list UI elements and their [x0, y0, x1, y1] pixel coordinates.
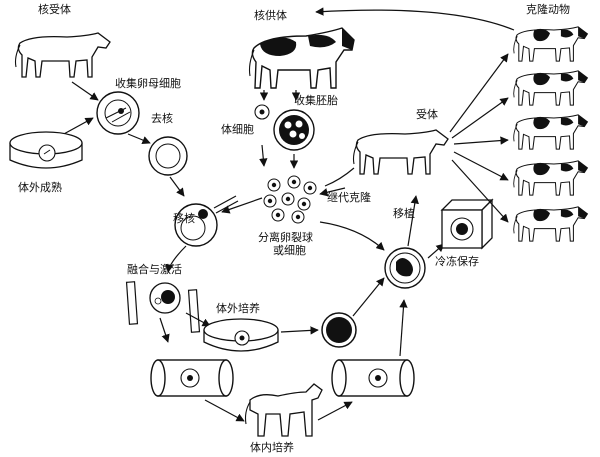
label-nucleus-donor: 核供体	[254, 9, 287, 22]
donor-cow-drawing	[248, 27, 355, 89]
label-cloned-animals: 克隆动物	[526, 3, 570, 16]
culture-dish	[9, 131, 83, 169]
in-vivo-host-drawing	[244, 383, 323, 437]
recipient-cow-drawing	[14, 32, 111, 78]
label-isolate-cells-line2: 或细胞	[273, 244, 306, 257]
cryo-box	[440, 198, 494, 250]
cloned-animal-2	[513, 70, 588, 106]
embryo-cell	[273, 109, 315, 151]
label-in-vivo-culture: 体内培养	[250, 441, 294, 454]
cloned-animal-1	[513, 26, 588, 62]
label-transfer: 移植	[393, 207, 415, 220]
label-serial-cloning: 继代克隆	[327, 191, 371, 204]
label-recipient: 受体	[416, 108, 438, 121]
enucleated-oocyte	[148, 136, 188, 176]
label-collect-embryo: 收集胚胎	[294, 94, 338, 107]
cloned-animal-3	[513, 114, 588, 150]
oocyte-cell	[96, 91, 140, 135]
transfer-embryo	[384, 247, 426, 289]
isolated-blastomeres	[263, 175, 317, 224]
oviduct-tube-right	[331, 359, 415, 397]
label-collect-oocyte: 收集卵母细胞	[115, 77, 181, 90]
cloned-animal-5	[513, 206, 588, 242]
label-in-vitro-maturation: 体外成熟	[18, 181, 62, 194]
fusion-electrodes	[125, 281, 201, 333]
label-fusion-activation: 融合与激活	[127, 263, 182, 276]
label-cryopreservation: 冷冻保存	[435, 255, 479, 268]
label-isolate-cells: 分离卵裂球 或细胞	[258, 231, 313, 257]
cloned-animal-4	[513, 160, 588, 196]
label-nuclear-transfer: 移核	[173, 212, 195, 225]
label-somatic-cell: 体细胞	[221, 123, 254, 136]
somatic-cell-drawing	[254, 104, 270, 120]
blastocyst	[321, 312, 357, 348]
label-recipient-source: 核受体	[38, 3, 71, 16]
in-vitro-dish	[203, 318, 279, 352]
oviduct-tube-left	[150, 359, 234, 397]
recipient-cow-center	[352, 129, 449, 175]
label-in-vitro-culture: 体外培养	[216, 302, 260, 315]
nuclear-transfer-cell	[174, 195, 239, 247]
label-enucleate: 去核	[151, 112, 173, 125]
label-isolate-cells-line1: 分离卵裂球	[258, 231, 313, 244]
